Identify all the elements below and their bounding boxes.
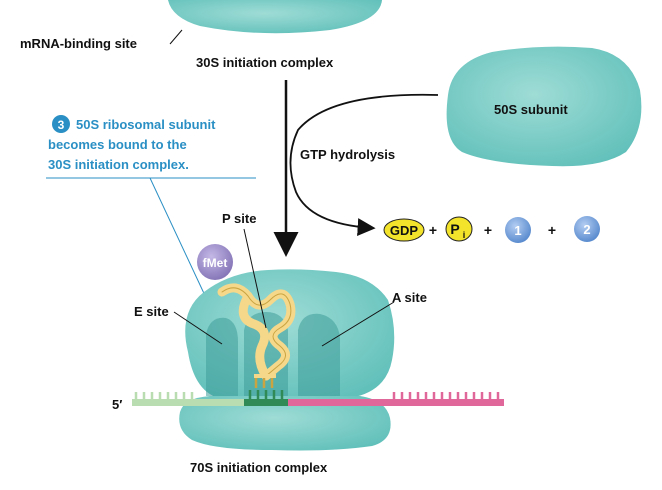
e-site-leader	[173, 311, 223, 345]
70s-initiation-complex-label: 70S initiation complex	[190, 460, 328, 475]
plus-sign: +	[548, 222, 556, 238]
initiation-factor-2-icon	[574, 216, 600, 242]
70s-small-subunit-shape	[179, 396, 391, 451]
pi-label: P	[450, 221, 459, 237]
mrna-binding-site-label: mRNA-binding site	[20, 36, 137, 51]
initiation-factor-1-icon	[505, 217, 531, 243]
fmet-amino-acid	[197, 244, 233, 280]
step-description-line-1: 50S ribosomal subunit	[76, 117, 216, 132]
plus-sign: +	[484, 222, 492, 238]
factor-1-label: 1	[514, 223, 521, 238]
step-leader-line	[149, 177, 209, 303]
p-site-label: P site	[222, 211, 256, 226]
step-number-badge	[52, 115, 70, 133]
step-number: 3	[58, 118, 65, 132]
e-site-tunnel	[206, 317, 238, 396]
gdp-badge	[383, 218, 425, 242]
five-prime-end-label: 5′	[112, 397, 122, 412]
gdp-label: GDP	[390, 223, 419, 238]
30s-initiation-complex-label: 30S initiation complex	[196, 55, 334, 70]
mrna-strand	[132, 390, 504, 406]
a-site-leader	[321, 301, 395, 347]
pi-badge	[445, 216, 473, 242]
mrna-binding-site-leader	[169, 29, 183, 45]
gtp-hydrolysis-label: GTP hydrolysis	[300, 147, 395, 162]
a-site-label: A site	[392, 290, 427, 305]
50s-subunit-shape	[446, 46, 642, 167]
50s-subunit-label: 50S subunit	[494, 102, 568, 117]
e-site-label: E site	[134, 304, 169, 319]
step-description-line-3: 30S initiation complex.	[48, 157, 189, 172]
gtp-hydrolysis-arrow	[289, 93, 439, 237]
initiator-trna	[217, 283, 296, 388]
fmet-label: fMet	[203, 256, 228, 270]
pi-subscript: i	[463, 230, 466, 240]
30s-complex-shape	[168, 0, 382, 34]
step-description-line-2: becomes bound to the	[48, 137, 187, 152]
p-site-leader	[243, 228, 267, 329]
factor-2-label: 2	[583, 222, 590, 237]
a-site-tunnel	[298, 313, 340, 396]
plus-sign: +	[429, 222, 437, 238]
